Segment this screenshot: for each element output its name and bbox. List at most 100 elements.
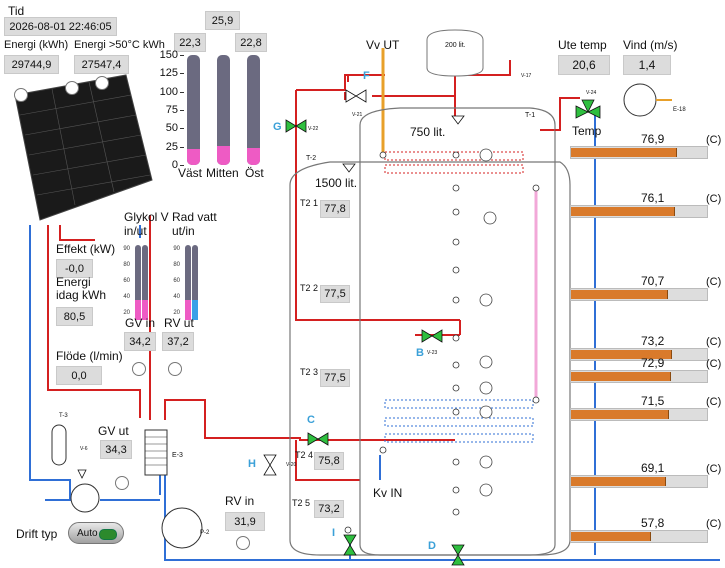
solar-scale-tickmark — [180, 91, 184, 93]
t1-temp-unit: (C) — [706, 396, 722, 408]
t1-temp-value: 71,5 — [641, 394, 665, 408]
v20-label: V-20 — [286, 462, 297, 468]
glykol-label: Glykol V in/ut — [124, 210, 169, 238]
vv-ut-label: Vv UT — [366, 38, 400, 52]
solar-scale-tick: 50 — [165, 122, 178, 135]
effekt-label: Effekt (kW) — [56, 242, 116, 256]
ost-temp-bar — [247, 55, 260, 165]
t1-temp-bar-fill — [571, 290, 669, 299]
valve-c-label: C — [307, 414, 315, 426]
p2-label: P-2 — [200, 530, 210, 536]
glykol-out-bar — [142, 245, 148, 320]
small-scale-tick: 90 — [173, 246, 180, 252]
valve-g-label: G — [273, 121, 282, 133]
rv-in-value: 31,9 — [225, 512, 265, 531]
t1-temp-value: 72,9 — [641, 356, 665, 370]
time-label: Tid — [8, 4, 25, 18]
t1-temp-unit: (C) — [706, 463, 722, 475]
small-scale-tick: 40 — [123, 294, 130, 300]
t3-label: T-3 — [59, 413, 68, 419]
solar-scale-tickmark — [180, 73, 184, 75]
valve-b-label: B — [416, 347, 424, 359]
t1-temp-bar — [570, 288, 708, 301]
energy-total-label: Energi (kWh) — [4, 39, 69, 51]
gv-ut-label: GV ut — [98, 424, 129, 438]
t1-temp-unit: (C) — [706, 193, 722, 205]
rad-out-bar — [185, 245, 191, 320]
tank-200 — [426, 29, 484, 77]
e3-label: E-3 — [172, 452, 183, 459]
flode-value: 0,0 — [56, 366, 102, 385]
small-scale-tick: 90 — [123, 246, 130, 252]
energy-total-value: 29744,9 — [4, 55, 59, 74]
small-scale-tick: 80 — [123, 262, 130, 268]
datetime-display: 2026-08-01 22:46:05 — [4, 17, 117, 36]
t23-label: T2 3 — [300, 367, 319, 377]
solar-level-fill — [247, 148, 260, 165]
valve-d-label: D — [428, 540, 436, 552]
t1-temp-value: 69,1 — [641, 461, 665, 475]
flode-label: Flöde (l/min) — [56, 349, 123, 363]
gv-ut-value: 34,3 — [100, 440, 132, 459]
small-scale-tick: 40 — [173, 294, 180, 300]
energy-50-label: Energi >50°C kWh — [74, 39, 165, 51]
tank-1500-label: 1500 lit. — [315, 176, 358, 190]
mitten-temp-bar — [217, 55, 230, 165]
effekt-value: -0,0 — [56, 259, 93, 278]
small-scale-tick: 60 — [173, 278, 180, 284]
vast-temp-bar — [187, 55, 200, 165]
gauge-icon — [14, 88, 28, 102]
t25-value: 73,2 — [314, 500, 344, 518]
solar-level-fill — [187, 148, 200, 165]
t1-temp-bar-fill — [571, 148, 677, 157]
v21-label: V-21 — [352, 112, 363, 118]
small-scale-tick: 20 — [123, 310, 130, 316]
t1-temp-value: 57,8 — [641, 516, 665, 530]
kv-in-label: Kv IN — [373, 486, 403, 500]
solar-scale-tickmark — [180, 110, 184, 111]
vind-value: 1,4 — [623, 55, 671, 75]
solar-level-fill — [217, 146, 230, 165]
small-scale-tick: 60 — [123, 278, 130, 284]
t22-value: 77,5 — [320, 285, 350, 303]
gauge-icon — [65, 81, 79, 95]
temp-label: Temp — [572, 124, 602, 138]
t1-temp-bar-fill — [571, 372, 672, 381]
drift-typ-label: Drift typ — [16, 527, 58, 541]
solar-scale-tickmark — [180, 165, 184, 166]
gauge-icon — [236, 536, 250, 550]
vind-label: Vind (m/s) — [623, 38, 678, 52]
gauge-icon — [115, 476, 129, 490]
tank-750-label: 750 lit. — [410, 125, 446, 139]
ute-temp-label: Ute temp — [558, 38, 607, 52]
t1-temp-unit: (C) — [706, 518, 722, 530]
t1-temp-bar-fill — [571, 532, 651, 541]
v24-label: V-24 — [586, 90, 597, 96]
glykol-in-bar — [135, 245, 141, 320]
energi-idag-value: 80,5 — [56, 307, 93, 326]
solar-scale-tickmark — [180, 55, 184, 56]
drift-mode-label: Auto — [77, 527, 98, 539]
t2-label: T-2 — [306, 155, 317, 162]
t1-temp-value: 76,9 — [641, 132, 665, 146]
drift-mode-toggle[interactable]: Auto — [68, 522, 124, 544]
ute-temp-value: 20,6 — [558, 55, 610, 75]
valve-h-label: H — [248, 458, 256, 470]
ost-temp-value: 22,8 — [235, 33, 267, 52]
t1-temp-bar-fill — [571, 410, 670, 419]
t1-temp-unit: (C) — [706, 358, 722, 370]
t1-temp-value: 70,7 — [641, 274, 665, 288]
t21-value: 77,8 — [320, 200, 350, 218]
t24-value: 75,8 — [314, 452, 344, 470]
t25-label: T2 5 — [292, 498, 311, 508]
t1-temp-bar-fill — [571, 477, 666, 486]
t1-temp-bar — [570, 205, 708, 218]
v23-label: V-23 — [427, 350, 438, 356]
solar-panel — [14, 74, 153, 221]
t24-label: T2 4 — [295, 450, 314, 460]
small-scale-tick: 20 — [173, 310, 180, 316]
mitten-label: Mitten — [206, 166, 239, 180]
tank-200-label: 200 lit. — [445, 42, 466, 49]
valve-i-label: I — [332, 527, 336, 539]
